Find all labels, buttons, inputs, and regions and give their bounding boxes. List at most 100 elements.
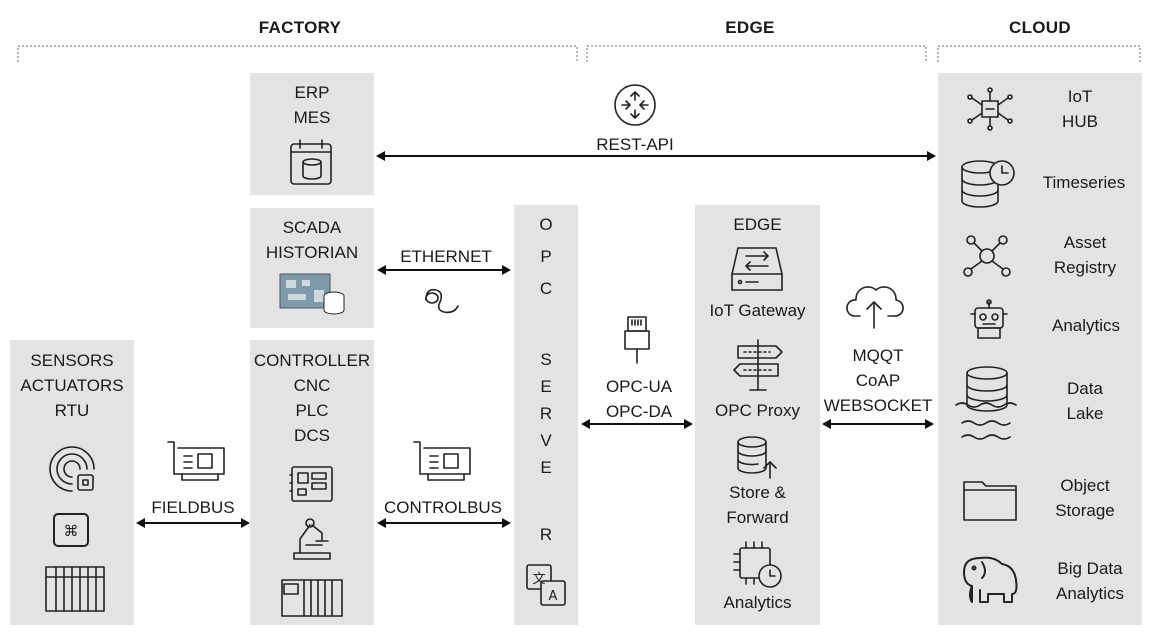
cloud-protocol-label: MQQT CoAP WEBSOCKET <box>818 343 938 418</box>
cloud-panel <box>938 73 1142 625</box>
opc-letter-o: O <box>539 215 553 234</box>
robot-arm-icon <box>293 518 331 560</box>
label-mqqt: MQQT <box>852 346 904 365</box>
opc-letter-e2: E <box>540 458 552 477</box>
opc-letter-c: C <box>539 279 553 298</box>
label-hub: HUB <box>1062 112 1098 131</box>
timeseries-db-icon <box>961 160 1015 208</box>
edge-analytics-label: Analytics <box>723 593 792 612</box>
plc-rack-icon <box>281 579 343 617</box>
label-lake: Lake <box>1066 404 1104 423</box>
fieldbus-label: FIELDBUS <box>151 498 235 517</box>
label-opc-da: OPC-DA <box>605 402 673 421</box>
fieldbus-arrow <box>136 518 250 528</box>
opc-letter-v: V <box>540 431 552 450</box>
label-rtu: RTU <box>54 401 90 420</box>
cloud-big-data-label: Big Data Analytics <box>1040 556 1140 606</box>
opc-protocol-label: OPC-UA OPC-DA <box>585 374 693 424</box>
label-dcs: DCS <box>294 426 330 445</box>
ethernet-arrow <box>377 265 511 275</box>
label-websocket: WEBSOCKET <box>823 396 933 415</box>
opc-letter-s: S <box>540 350 552 369</box>
cloud-timeseries-label: Timeseries <box>1042 173 1126 192</box>
rest-api-label: REST-API <box>596 135 674 154</box>
network-icon <box>963 235 1011 277</box>
cloud-iot-hub-label: IoT HUB <box>1040 84 1120 134</box>
edge-opc-proxy-label: OPC Proxy <box>714 401 801 420</box>
cloud-object-storage-label: Object Storage <box>1040 473 1130 523</box>
label-sensors: SENSORS <box>30 351 114 370</box>
chip-clock-icon <box>733 541 782 588</box>
label-opc-ua: OPC-UA <box>605 377 673 396</box>
data-lake-icon <box>955 366 1017 440</box>
label-cnc: CNC <box>293 376 331 395</box>
robot-icon <box>970 299 1008 339</box>
svg-text:⌘: ⌘ <box>64 522 79 540</box>
erp-mes-label: ERP MES <box>250 80 374 130</box>
opc-server-letters: O P C S E R V E R <box>514 205 578 625</box>
label-forward: Forward <box>726 508 789 527</box>
label-plc: PLC <box>295 401 329 420</box>
folder-icon <box>963 481 1017 521</box>
ethernet-cable-icon <box>624 316 650 364</box>
label-mes: MES <box>293 108 331 127</box>
opc-letter-r: R <box>539 404 553 423</box>
label-storage: Storage <box>1055 501 1115 520</box>
edge-iot-gateway-label: IoT Gateway <box>709 301 806 320</box>
controller-label: CONTROLLER CNC PLC DCS <box>250 348 374 448</box>
ethernet-label: ETHERNET <box>400 247 492 266</box>
cloud-data-lake-label: Data Lake <box>1040 376 1130 426</box>
elephant-icon <box>963 556 1018 603</box>
translate-icon: 文 A <box>526 564 566 606</box>
label-historian: HISTORIAN <box>265 243 359 262</box>
zone-brackets <box>17 45 1141 62</box>
cloud-upload-icon <box>846 286 904 329</box>
opc-letter-r2: R <box>539 525 553 544</box>
opc-arrow <box>581 419 693 429</box>
edge-panel-title: EDGE <box>733 215 782 234</box>
svg-text:A: A <box>549 589 558 604</box>
scada-board-icon <box>279 273 345 315</box>
cloud-asset-registry-label: Asset Registry <box>1040 230 1130 280</box>
label-scada: SCADA <box>282 218 342 237</box>
hub-icon <box>967 87 1013 131</box>
cloud-analytics-label: Analytics <box>1051 316 1121 335</box>
label-controller: CONTROLLER <box>253 351 371 370</box>
actuator-key-icon: ⌘ <box>53 513 89 547</box>
label-registry: Registry <box>1053 258 1117 277</box>
label-erp: ERP <box>294 83 330 102</box>
label-store: Store & <box>729 483 786 502</box>
rest-api-arrow <box>376 151 936 161</box>
router-icon <box>614 84 656 126</box>
signpost-icon <box>733 339 783 391</box>
opc-letter-e: E <box>540 377 552 396</box>
cloud-arrow <box>822 419 934 429</box>
controlbus-label: CONTROLBUS <box>383 498 503 517</box>
pci-card-icon-2 <box>413 441 471 481</box>
controlbus-arrow <box>377 518 511 528</box>
edge-store-forward-label: Store & Forward <box>695 480 820 530</box>
radar-sensor-icon <box>49 446 95 492</box>
field-devices-label: SENSORS ACTUATORS RTU <box>10 348 134 423</box>
label-asset: Asset <box>1063 233 1107 252</box>
pci-card-icon <box>167 441 225 481</box>
label-actuators: ACTUATORS <box>20 376 124 395</box>
gateway-server-icon <box>731 247 783 291</box>
zone-title-edge: EDGE <box>725 18 775 37</box>
svg-text:文: 文 <box>532 572 545 587</box>
label-big-data: Big Data <box>1057 559 1123 578</box>
rtu-rack-icon <box>45 566 105 612</box>
erp-mes-panel <box>250 73 374 195</box>
database-calendar-icon <box>290 139 332 185</box>
database-upload-icon <box>737 436 777 479</box>
scada-historian-label: SCADA HISTORIAN <box>250 215 374 265</box>
label-iot: IoT <box>1067 87 1093 106</box>
label-object: Object <box>1060 476 1110 495</box>
motherboard-icon <box>289 466 333 502</box>
mouse-cable-icon <box>425 288 459 314</box>
label-data: Data <box>1067 379 1103 398</box>
zone-title-factory: FACTORY <box>258 18 342 37</box>
opc-server-panel <box>514 205 578 625</box>
opc-letter-p: P <box>540 247 552 266</box>
label-coap: CoAP <box>855 371 901 390</box>
